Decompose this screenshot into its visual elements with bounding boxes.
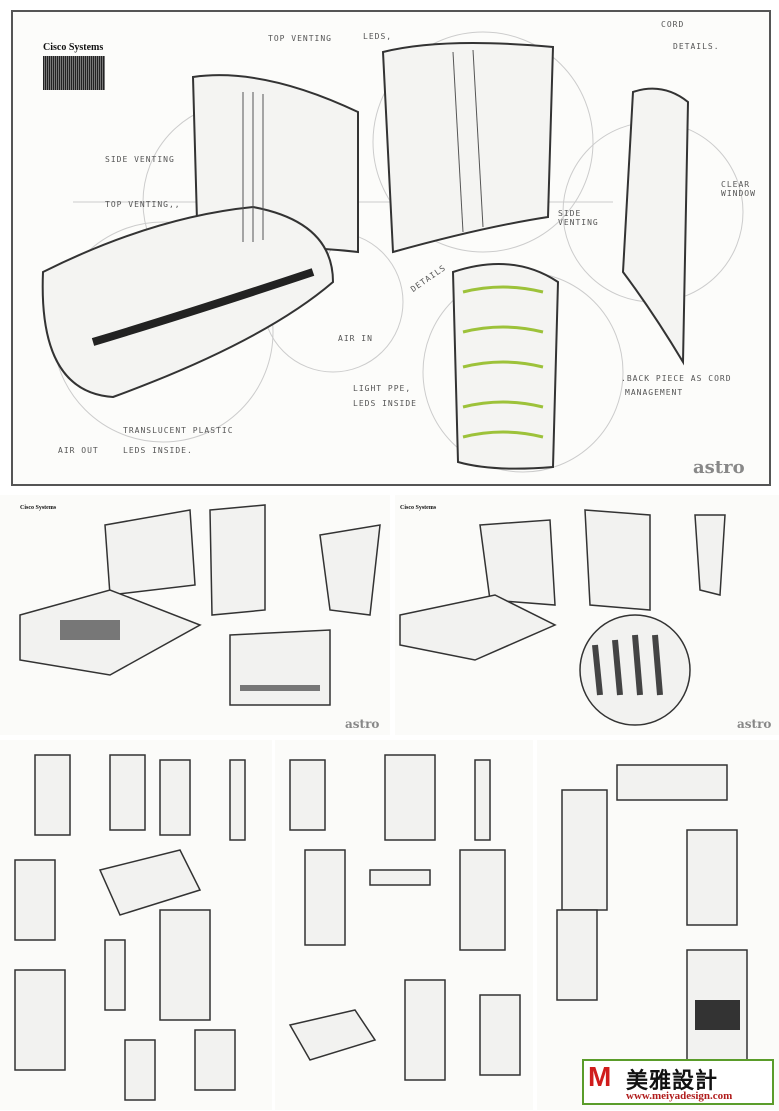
bottom-right-sketch-panel xyxy=(537,740,779,1110)
cisco-bars-icon xyxy=(43,56,105,90)
label-top-venting-2: TOP VENTING,, xyxy=(105,200,181,209)
label-air-in: AIR IN xyxy=(338,334,373,343)
label-leds: LEDS, xyxy=(363,32,393,41)
middle-left-sketch-panel: Cisco Systems astro xyxy=(0,495,390,735)
meiya-design-watermark: M 美雅設計 www.meiyadesign.com xyxy=(582,1059,774,1105)
meiya-logo-letter: M xyxy=(588,1061,612,1092)
router-sketches-middle-left xyxy=(19,504,381,706)
watermark-chinese-name: 美雅設計 xyxy=(626,1069,719,1094)
label-details: DETAILS. xyxy=(673,42,720,51)
router-sketches-top xyxy=(41,31,744,473)
astro-brand: astro xyxy=(737,717,772,731)
label-cord: CORD xyxy=(661,20,685,29)
top-sketch-panel: Cisco Systems TOP VENTING LEDS, CORD DET… xyxy=(11,10,771,486)
label-air-out: AIR OUT xyxy=(58,446,99,455)
router-sketches-middle-right xyxy=(399,509,726,726)
cisco-logo: Cisco Systems xyxy=(20,505,56,511)
cisco-logo-text: Cisco Systems xyxy=(20,505,57,511)
label-clear-window: CLEAR WINDOW xyxy=(721,180,756,198)
router-sketches-bottom-right xyxy=(556,764,748,1061)
cisco-logo-text: Cisco Systems xyxy=(43,42,104,53)
bottom-middle-sketch-panel xyxy=(275,740,533,1110)
cisco-logo-text: Cisco Systems xyxy=(400,505,437,511)
astro-brand: astro xyxy=(693,457,745,478)
label-side-venting-2: SIDE VENTING xyxy=(558,209,599,227)
astro-brand: astro xyxy=(345,717,380,731)
watermark-url: www.meiyadesign.com xyxy=(626,1090,733,1102)
cisco-logo: Cisco Systems xyxy=(400,505,436,511)
bottom-left-sketch-panel xyxy=(0,740,272,1110)
label-leds-inside-2: LEDS INSIDE. xyxy=(123,446,193,455)
label-side-venting: SIDE VENTING xyxy=(105,155,175,164)
label-translucent: TRANSLUCENT PLASTIC xyxy=(123,426,234,435)
label-management: MANAGEMENT xyxy=(625,388,684,397)
cisco-logo: Cisco Systems xyxy=(43,42,105,90)
middle-right-sketch-panel: Cisco Systems astro xyxy=(395,495,779,735)
label-leds-inside: LEDS INSIDE xyxy=(353,399,417,408)
router-sketches-bottom-middle xyxy=(288,754,521,1081)
router-sketches-bottom-left xyxy=(14,754,246,1101)
label-top-venting: TOP VENTING xyxy=(268,34,332,43)
label-back-piece: .BACK PIECE AS CORD xyxy=(621,374,732,383)
label-light-pipe: LIGHT PPE, xyxy=(353,384,412,393)
